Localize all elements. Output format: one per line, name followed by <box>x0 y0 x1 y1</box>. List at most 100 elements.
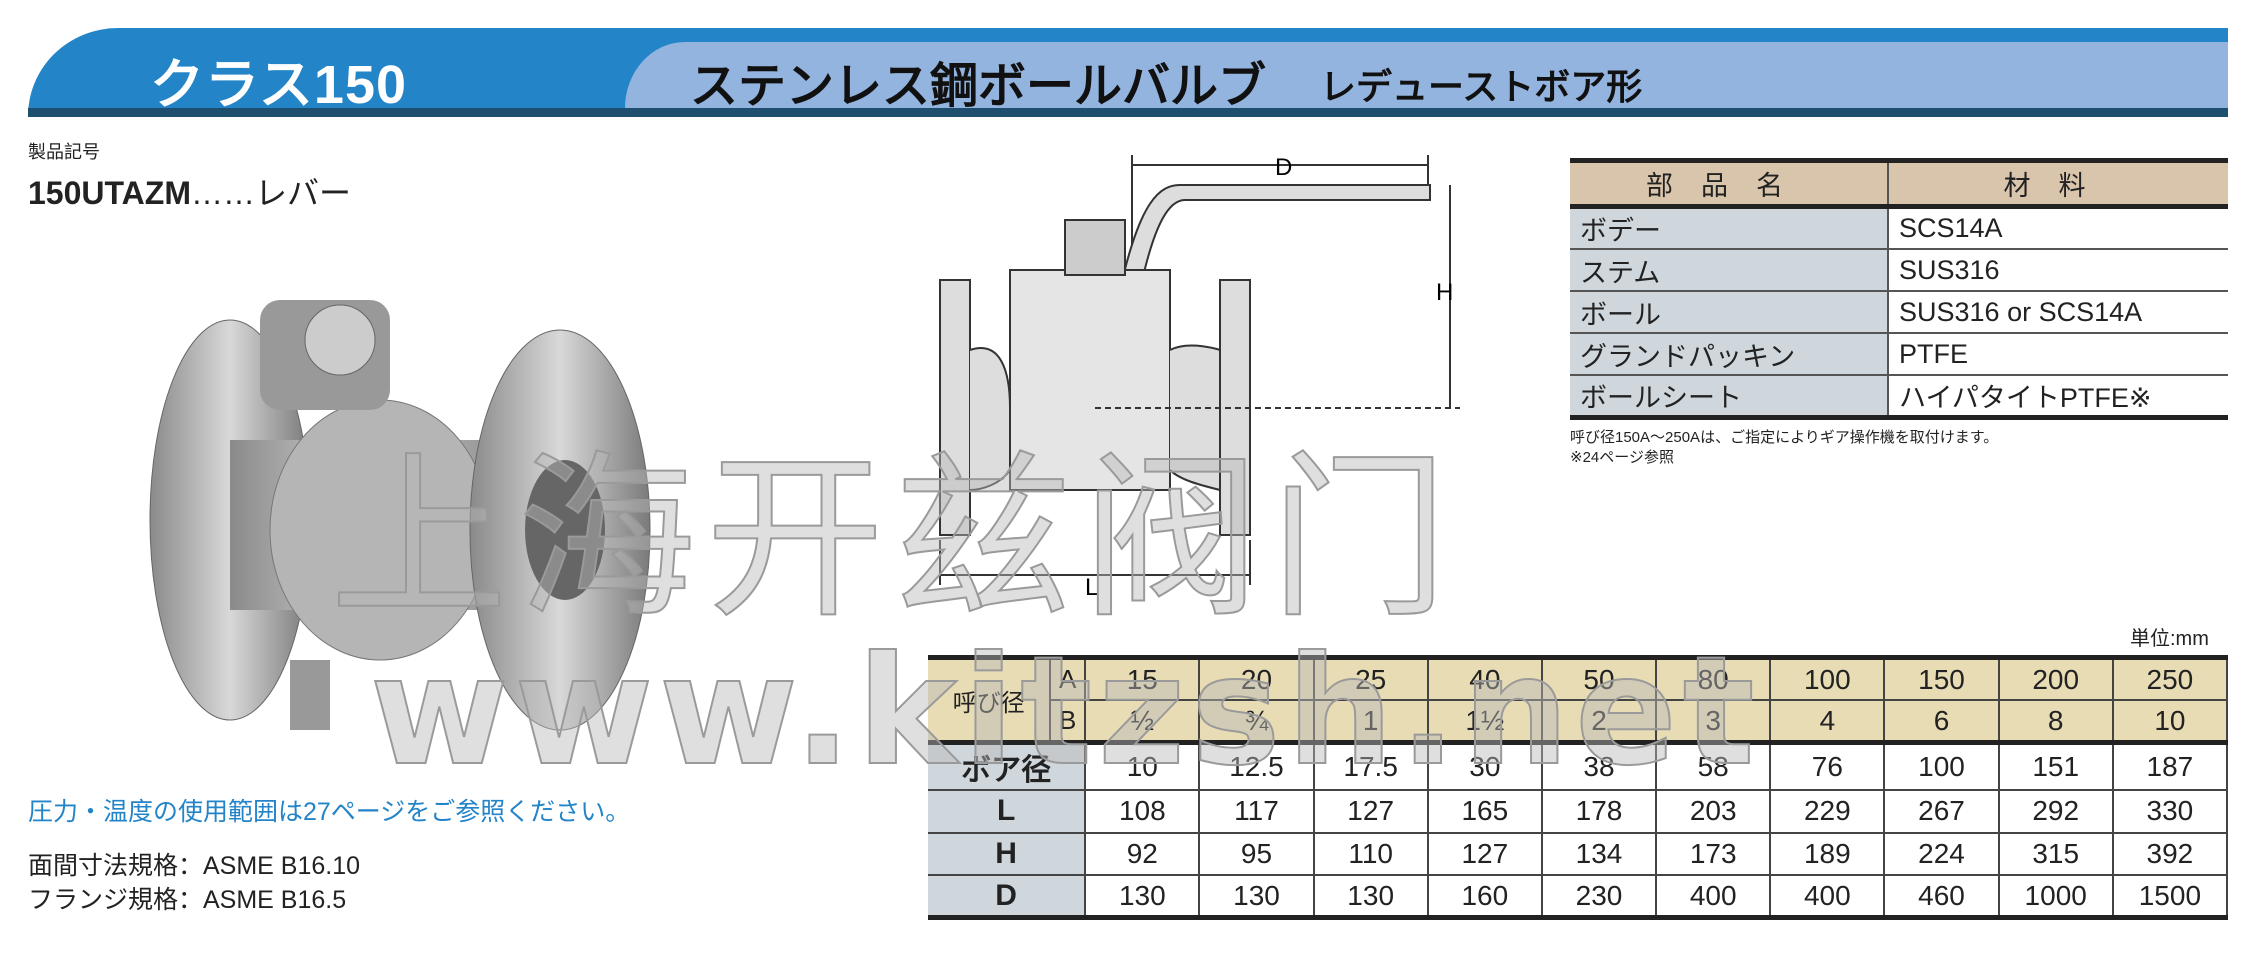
product-code-suffix: ……レバー <box>190 175 351 211</box>
dim-cell: 1500 <box>2112 874 2229 920</box>
note-page-ref: ※24ページ参照 <box>1570 449 1674 466</box>
a-label: A <box>1050 655 1087 701</box>
header-strip <box>28 108 2228 117</box>
part-name: ボデー <box>1570 206 1889 250</box>
face-to-face-standard: 面間寸法規格：ASME B16.10 <box>28 852 361 880</box>
dim-cell: 38 <box>1541 740 1658 791</box>
dim-cell: 76 <box>1770 740 1886 791</box>
part-material: SUS316 <box>1888 249 2228 292</box>
dim-cell: 110 <box>1313 831 1429 876</box>
nominal-a-cell: 100 <box>1770 655 1886 701</box>
dim-cell: 230 <box>1541 874 1658 920</box>
dim-cell: 315 <box>1998 831 2114 876</box>
dim-cell: 108 <box>1085 789 1201 834</box>
part-material: SCS14A <box>1888 206 2228 250</box>
dim-label-h: H <box>1436 279 1453 306</box>
nominal-b-cell: 6 <box>1884 699 2000 745</box>
dim-cell: 17.5 <box>1313 740 1429 791</box>
row-label: H <box>928 831 1087 876</box>
part-name: ステム <box>1570 249 1889 292</box>
nominal-a-cell: 200 <box>1998 655 2114 701</box>
nominal-b-cell: 1½ <box>1427 699 1543 745</box>
nominal-a-cell: 40 <box>1427 655 1543 701</box>
b-label: B <box>1050 699 1087 745</box>
dim-cell: 400 <box>1656 874 1772 920</box>
dim-cell: 130 <box>1199 874 1315 920</box>
dim-cell: 292 <box>1998 789 2114 834</box>
page-title: ステンレス鋼ボールバルブ <box>690 60 1267 113</box>
nominal-b-cell: 10 <box>2112 699 2229 745</box>
nominal-b-cell: 2 <box>1541 699 1658 745</box>
dim-cell: 178 <box>1541 789 1658 834</box>
nominal-a-cell: 250 <box>2112 655 2229 701</box>
header-title-band <box>625 42 2228 108</box>
parts-header-name: 部品名 <box>1570 158 1889 209</box>
nominal-a-cell: 25 <box>1313 655 1429 701</box>
product-code-value: 150UTAZM <box>28 175 191 211</box>
dim-cell: 165 <box>1427 789 1543 834</box>
dim-cell: 400 <box>1770 874 1886 920</box>
dim-cell: 12.5 <box>1199 740 1315 791</box>
dim-cell: 130 <box>1085 874 1201 920</box>
dim-cell: 58 <box>1656 740 1772 791</box>
nominal-a-cell: 80 <box>1656 655 1772 701</box>
dim-cell: 134 <box>1541 831 1658 876</box>
part-name: ボールシート <box>1570 375 1889 420</box>
nominal-b-cell: ¾ <box>1199 699 1315 745</box>
dimension-drawing: D H L <box>939 154 1460 601</box>
dim-cell: 189 <box>1770 831 1886 876</box>
row-label: D <box>928 874 1087 920</box>
dim-label-l: L <box>1085 574 1098 601</box>
dim-cell: 130 <box>1313 874 1429 920</box>
dim-cell: 127 <box>1427 831 1543 876</box>
nominal-a-cell: 50 <box>1541 655 1658 701</box>
row-label: ボア径 <box>928 740 1087 791</box>
dim-cell: 203 <box>1656 789 1772 834</box>
nominal-a-cell: 20 <box>1199 655 1315 701</box>
dim-label-d: D <box>1275 154 1292 181</box>
part-material: SUS316 or SCS14A <box>1888 291 2228 334</box>
part-name: ボール <box>1570 291 1889 334</box>
table-row: ボールシートハイパタイトPTFE※ <box>1570 375 2228 420</box>
nominal-a-cell: 15 <box>1085 655 1201 701</box>
class-title: クラス150 <box>150 55 408 115</box>
dim-cell: 95 <box>1199 831 1315 876</box>
product-code: 150UTAZM……レバー <box>28 168 351 214</box>
dim-cell: 224 <box>1884 831 2000 876</box>
dim-cell: 173 <box>1656 831 1772 876</box>
dim-cell: 30 <box>1427 740 1543 791</box>
dim-cell: 460 <box>1884 874 2000 920</box>
pressure-note: 圧力・温度の使用範囲は27ページをご参照ください。 <box>28 798 631 826</box>
dim-cell: 187 <box>2112 740 2229 791</box>
row-label: L <box>928 789 1087 834</box>
product-code-label: 製品記号 <box>28 142 100 162</box>
parts-notes: 呼び径150A～250Aは、ご指定によりギア操作機を取付けます。 ※24ページ参… <box>1570 428 1998 468</box>
part-name: グランドパッキン <box>1570 333 1889 376</box>
dim-cell: 392 <box>2112 831 2229 876</box>
dim-cell: 100 <box>1884 740 2000 791</box>
page-subtitle: レデューストボア形 <box>1320 66 1643 107</box>
nominal-b-cell: 4 <box>1770 699 1886 745</box>
nominal-b-cell: 1 <box>1313 699 1429 745</box>
nominal-size-label: 呼び径 <box>928 655 1052 744</box>
nominal-b-cell: 3 <box>1656 699 1772 745</box>
dim-cell: 151 <box>1998 740 2114 791</box>
dim-cell: 92 <box>1085 831 1201 876</box>
note-gear: 呼び径150A～250Aは、ご指定によりギア操作機を取付けます。 <box>1570 429 1999 446</box>
dim-cell: 160 <box>1427 874 1543 920</box>
nominal-a-cell: 150 <box>1884 655 2000 701</box>
dim-cell: 127 <box>1313 789 1429 834</box>
parts-header-material: 材料 <box>1888 158 2228 209</box>
dim-cell: 330 <box>2112 789 2229 834</box>
part-material: PTFE <box>1888 333 2228 376</box>
